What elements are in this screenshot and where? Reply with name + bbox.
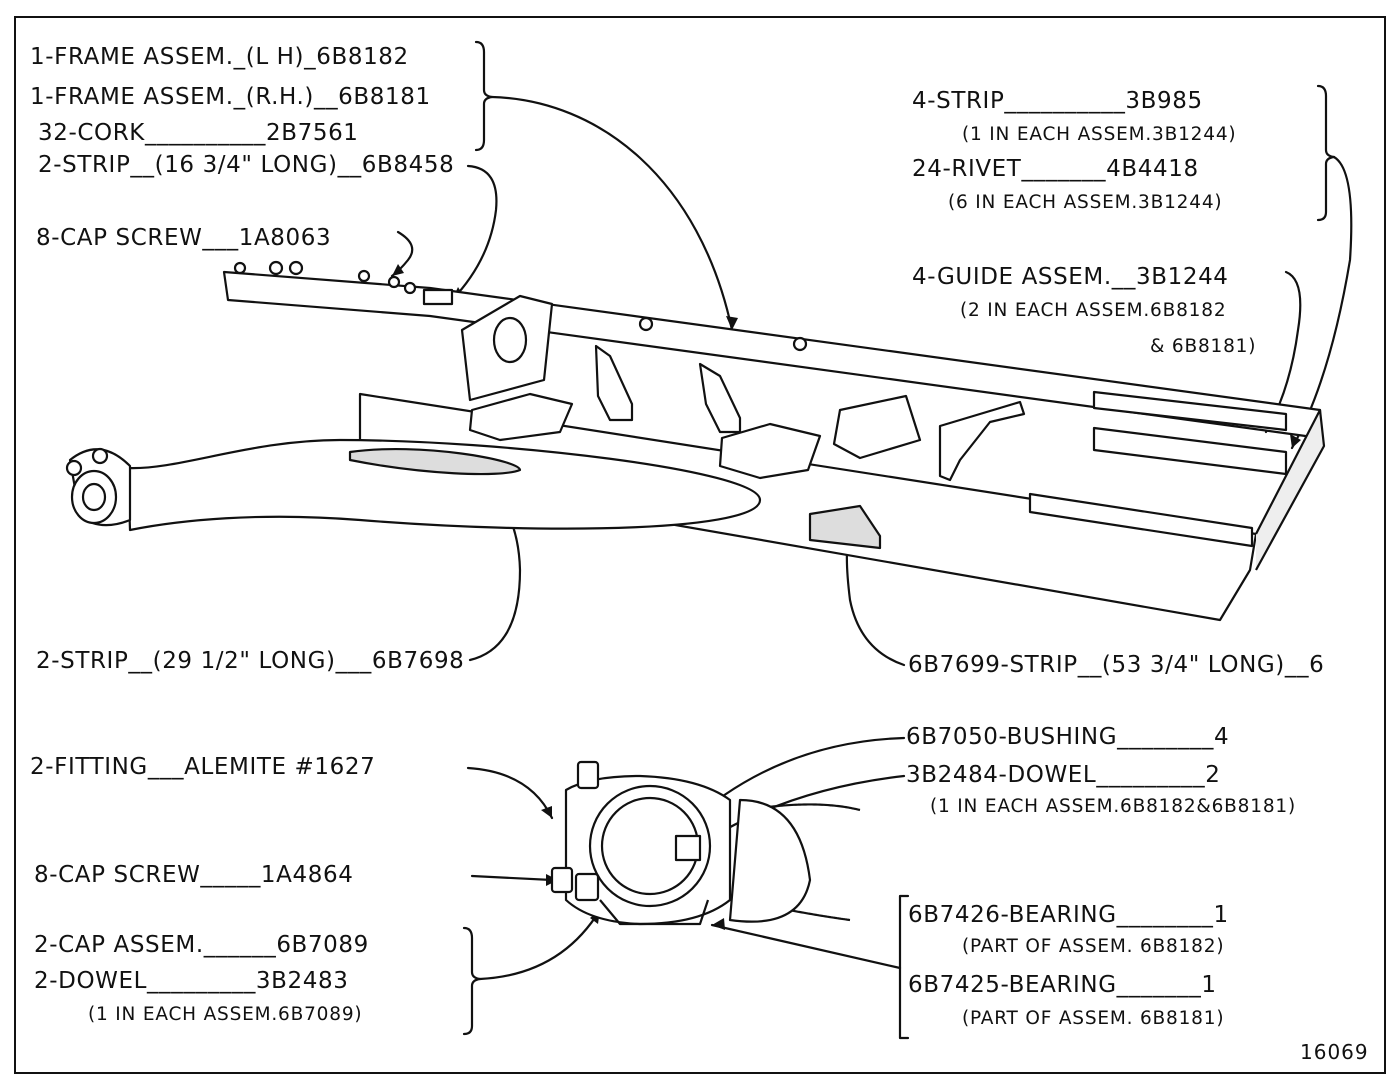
leader-cap-screw-1a8063: [390, 230, 414, 278]
label-strip-16: 2-STRIP__(16 3/4" LONG)__6B8458: [38, 152, 455, 178]
label-bushing: 6B7050-BUSHING________4: [906, 724, 1230, 750]
label-guide: 4-GUIDE ASSEM.__3B1244: [912, 264, 1229, 290]
bearing-cap-detail: [550, 760, 861, 926]
label-frame-rh: 1-FRAME ASSEM._(R.H.)__6B8181: [30, 84, 431, 110]
bracket-bearings: [898, 894, 910, 1040]
leader-fitting: [466, 766, 554, 820]
note-rivet: (6 IN EACH ASSEM.3B1244): [948, 192, 1223, 213]
bracket-cap-dowel: [462, 926, 482, 1036]
note-guide-1: (2 IN EACH ASSEM.6B8182: [960, 300, 1227, 321]
label-cap-screw-1a4864: 8-CAP SCREW_____1A4864: [34, 862, 354, 888]
leader-frame: [490, 95, 734, 332]
bracket-frame-group: [474, 40, 494, 152]
note-bearing-6b7426: (PART OF ASSEM. 6B8182): [962, 936, 1225, 957]
note-strip-3b985: (1 IN EACH ASSEM.3B1244): [962, 124, 1237, 145]
leader-bearings: [710, 923, 902, 970]
figure-number: 16069: [1300, 1040, 1369, 1064]
label-dowel-3b2484: 3B2484-DOWEL_________2: [906, 762, 1221, 788]
label-dowel-3b2483: 2-DOWEL_________3B2483: [34, 968, 349, 994]
label-strip-29: 2-STRIP__(29 1/2" LONG)___6B7698: [36, 648, 465, 674]
label-rivet: 24-RIVET_______4B4418: [912, 156, 1199, 182]
note-dowel-3b2483: (1 IN EACH ASSEM.6B7089): [88, 1004, 363, 1025]
bracket-strip-rivet: [1316, 84, 1336, 222]
note-guide-2: & 6B8181): [1150, 336, 1257, 357]
label-strip-3b985: 4-STRIP__________3B985: [912, 88, 1203, 114]
label-bearing-6b7425: 6B7425-BEARING_______1: [908, 972, 1217, 998]
label-cap-assem: 2-CAP ASSEM.______6B7089: [34, 932, 369, 958]
label-fitting: 2-FITTING___ALEMITE #1627: [30, 754, 376, 780]
label-strip-53: 6B7699-STRIP__(53 3/4" LONG)__6: [908, 652, 1325, 678]
label-frame-lh: 1-FRAME ASSEM._(L H)_6B8182: [30, 44, 409, 70]
figure-border: [14, 16, 1386, 1074]
note-bearing-6b7425: (PART OF ASSEM. 6B8181): [962, 1008, 1225, 1029]
label-cork: 32-CORK__________2B7561: [38, 120, 359, 146]
leader-strip-16: [450, 164, 498, 302]
frame-assembly: [65, 260, 1326, 622]
leader-cap-dowel: [478, 908, 602, 981]
label-bearing-6b7426: 6B7426-BEARING________1: [908, 902, 1229, 928]
leader-cap-screw-1a4864: [470, 874, 554, 882]
label-cap-screw-1a8063: 8-CAP SCREW___1A8063: [36, 225, 332, 251]
note-dowel-3b2484: (1 IN EACH ASSEM.6B8182&6B8181): [930, 796, 1296, 817]
